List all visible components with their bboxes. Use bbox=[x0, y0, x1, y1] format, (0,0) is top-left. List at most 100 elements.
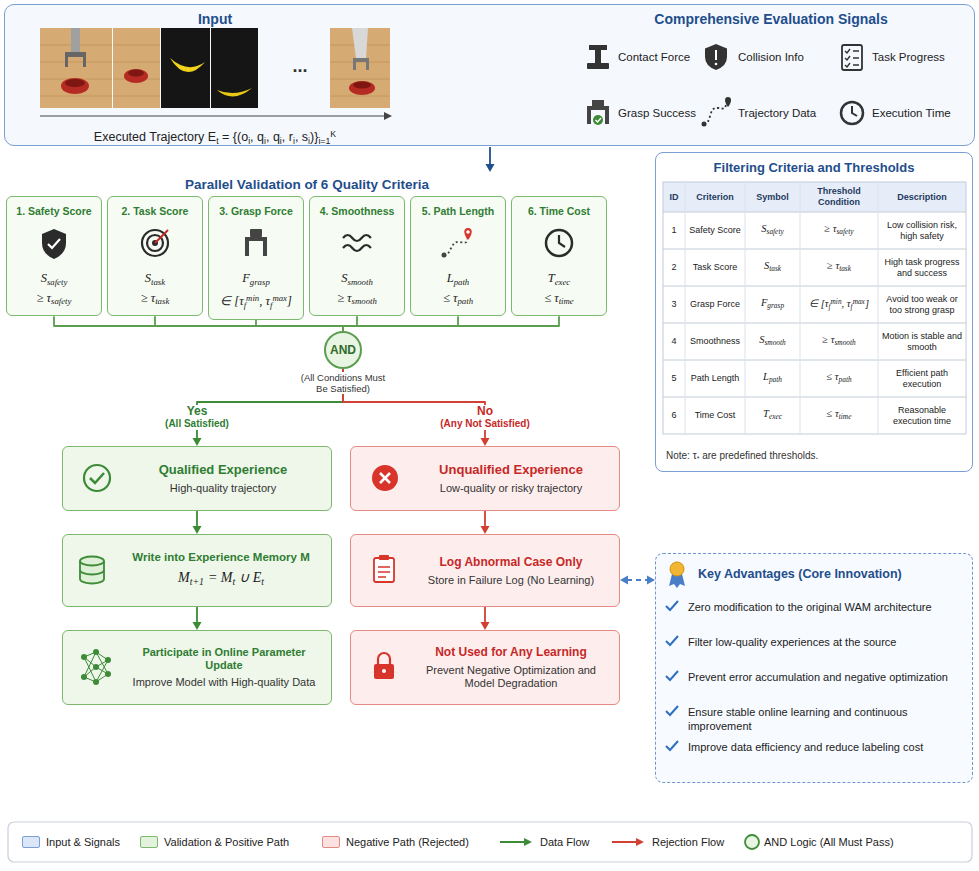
step-title: Qualified Experience bbox=[159, 462, 288, 477]
table-cell-text: grasp bbox=[767, 301, 784, 310]
text-line: 6. Time Cost bbox=[515, 205, 603, 218]
trajectory-caption: , s bbox=[295, 130, 308, 144]
table-cell: 2 bbox=[665, 249, 683, 286]
step-title: Write into Experience Memory M bbox=[132, 551, 309, 563]
legend-entry: Input & Signals bbox=[46, 835, 120, 849]
advantage-item: Ensure stable online learning and contin… bbox=[688, 706, 908, 732]
table-cell-text: Criterion bbox=[696, 192, 734, 202]
advantage-item: Filter low-quality experiences at the so… bbox=[688, 636, 896, 648]
legend-entry: AND Logic (All Must Pass) bbox=[764, 835, 894, 849]
merge-line bbox=[343, 316, 458, 331]
text-line: ≥ τtask bbox=[111, 290, 199, 310]
table-cell-text: ≥ τ bbox=[827, 260, 839, 271]
memory-formula: t+1 bbox=[190, 576, 204, 587]
table-cell-text: Grasp Force bbox=[690, 299, 740, 309]
connector-line bbox=[196, 607, 198, 623]
memory-formula: t bbox=[261, 576, 264, 587]
input-panel: InputComprehensive Evaluation Signals bbox=[4, 4, 975, 146]
text-line: 1. Safety Score bbox=[10, 205, 98, 218]
table-note: * bbox=[697, 455, 700, 462]
trajectory-caption: i bbox=[264, 136, 266, 146]
text-line: High-quality trajectory bbox=[125, 482, 321, 495]
text-line: 6 bbox=[671, 410, 676, 421]
table-cell: Ssafety bbox=[747, 212, 798, 249]
advantage-icons bbox=[666, 562, 685, 750]
text-line: 5. Path Length bbox=[414, 205, 502, 218]
text-line: Safety Score bbox=[689, 225, 741, 236]
legend-text: Rejection Flow bbox=[652, 836, 724, 848]
table-cell-text: Efficient path execution bbox=[896, 368, 948, 389]
merge-line bbox=[256, 320, 343, 331]
text-line: Write into Experience Memory M bbox=[119, 550, 323, 564]
table-cell-text: Low collision risk, high safety bbox=[887, 220, 957, 241]
arrow-head bbox=[620, 576, 628, 585]
arrow-head bbox=[481, 526, 490, 534]
table-cell-text: 3 bbox=[671, 299, 676, 309]
step-title: Unqualified Experience bbox=[439, 462, 583, 477]
text-line: Stask bbox=[111, 270, 199, 290]
advantage-item: Zero modification to the original WAM ar… bbox=[688, 601, 932, 613]
text-line: ≤ τtime bbox=[515, 290, 603, 310]
signal-name: Collision Info bbox=[738, 51, 804, 63]
criterion-formula: , τ bbox=[259, 294, 270, 308]
table-cell: Criterion bbox=[687, 182, 743, 212]
text-line: Efficient path execution bbox=[880, 368, 964, 390]
text-line: 4. Smoothness bbox=[313, 205, 401, 218]
table-cell-text: Task Score bbox=[693, 262, 738, 272]
connector-line bbox=[256, 320, 343, 331]
text-line: Lpath bbox=[763, 371, 782, 386]
table-cell-text: ≤ τ bbox=[827, 408, 839, 419]
table-cell-text: smooth bbox=[834, 338, 855, 347]
legend-text: AND Logic (All Must Pass) bbox=[764, 836, 894, 848]
label-block: Executed Trajectory Et= {(oi, qi, qi, ri… bbox=[94, 126, 336, 149]
criterion-formula: smooth bbox=[347, 277, 372, 287]
table-cell-text: 5 bbox=[671, 373, 676, 383]
criterion-formula: ≤ τ bbox=[443, 291, 457, 305]
criterion-formula: task bbox=[151, 277, 165, 287]
criterion-formula: ∈ [τ bbox=[220, 294, 243, 308]
criterion-formula: S bbox=[341, 271, 347, 285]
text-line: Comprehensive Evaluation Signals bbox=[571, 11, 971, 28]
text-line: 1 bbox=[671, 225, 676, 236]
table-cell: Threshold Condition bbox=[802, 182, 876, 212]
text-line: Time Cost bbox=[695, 410, 736, 421]
trajectory-caption: Executed Trajectory E bbox=[94, 130, 216, 144]
criterion-formula: time bbox=[559, 296, 574, 306]
text-line: Threshold Condition bbox=[802, 186, 876, 208]
table-note: are predefined thresholds. bbox=[702, 450, 818, 461]
text-line: Ssafety bbox=[761, 223, 783, 238]
text-line: Participate in Online Parameter Update bbox=[125, 646, 323, 672]
trajectory-caption: t bbox=[216, 136, 218, 146]
arrow-head bbox=[647, 576, 655, 585]
text-line: High task progress and success bbox=[880, 257, 964, 279]
text-line: Qualified Experience bbox=[125, 462, 321, 478]
legend-swatch bbox=[322, 836, 340, 848]
table-cell-text: task bbox=[839, 264, 851, 273]
trajectory-caption: , r bbox=[282, 130, 293, 144]
legend-swatch bbox=[140, 836, 158, 848]
criterion-formula: S bbox=[41, 271, 47, 285]
table-cell: Ssmooth bbox=[747, 323, 798, 360]
table-cell: ∈ [τfmin, τfmax] bbox=[802, 286, 876, 323]
trajectory-caption: )} bbox=[310, 130, 318, 144]
table-cell-text: ≥ τ bbox=[824, 223, 836, 234]
text-line: ≥ τsmooth bbox=[822, 334, 855, 349]
label-block: ... bbox=[292, 56, 307, 76]
table-cell-text: smooth bbox=[765, 338, 786, 347]
criterion-box: 5. Path LengthLpath≤ τpath bbox=[410, 196, 506, 316]
text-line: ID bbox=[670, 192, 679, 203]
text-line: Ssmooth bbox=[759, 334, 785, 349]
text-line: Task Score bbox=[693, 262, 738, 273]
criterion-title: 6. Time Cost bbox=[528, 205, 590, 217]
trajectory-caption: = {(o bbox=[222, 130, 248, 144]
table-cell: Efficient path execution bbox=[880, 360, 964, 397]
table-cell-text: F bbox=[761, 297, 767, 308]
table-cell: 5 bbox=[665, 360, 683, 397]
text-line: Prevent Negative Optimization and Model … bbox=[413, 664, 609, 690]
text-line: Filter low-quality experiences at the so… bbox=[688, 635, 962, 670]
advantage-item: Prevent error accumulation and negative … bbox=[688, 671, 948, 683]
table-cell-text: task bbox=[769, 264, 781, 273]
advantages-title: Key Advantages (Core Innovation) bbox=[698, 567, 902, 581]
text-line: Path Length bbox=[691, 373, 740, 384]
